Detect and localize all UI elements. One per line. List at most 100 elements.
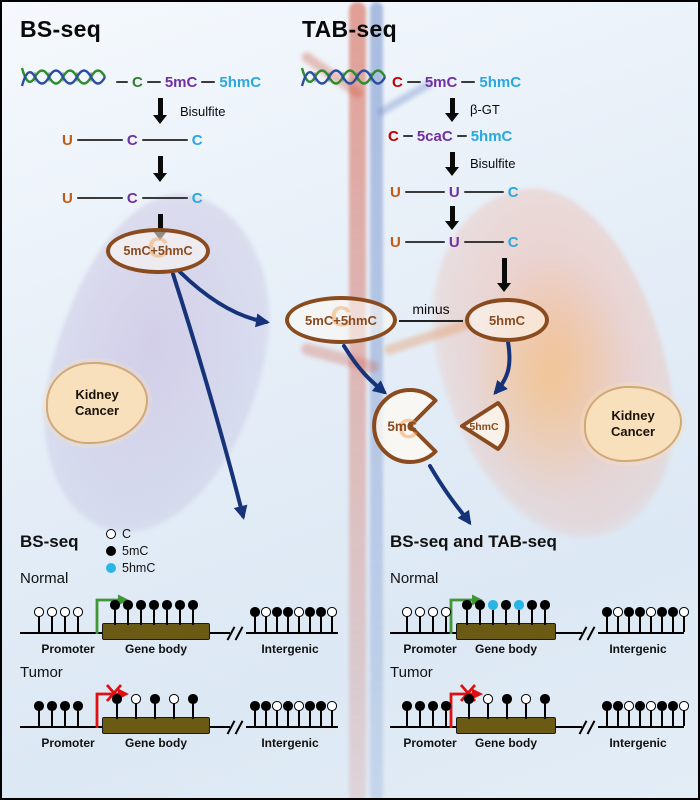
- methylation-mark-filled: [305, 607, 315, 632]
- sequence-row: U U C: [390, 182, 519, 202]
- methylation-mark-open: [294, 701, 304, 726]
- methylation-mark-filled: [272, 607, 282, 632]
- methylated-5mc-icon: [106, 545, 116, 556]
- tumor-state-label: Tumor: [390, 664, 433, 681]
- bs-result-oval: C 5mC+5hmC: [106, 228, 210, 274]
- transcription-start-arrow-active: [449, 594, 483, 634]
- methyl-c-circle: [34, 701, 44, 711]
- methylation-mark-filled: [540, 694, 550, 719]
- methylation-mark-open: [415, 607, 425, 632]
- subtraction-result-shapes: C 5mC 5hmC: [372, 388, 510, 464]
- sequence-row: C 5mC 5hmC: [116, 72, 261, 92]
- bisulfite-label: Bisulfite: [180, 104, 226, 119]
- transcription-start-arrow-silenced: [95, 684, 129, 728]
- region-labels: Promoter Gene body Intergenic: [390, 736, 690, 752]
- dna-line: [598, 725, 684, 728]
- promoter-marks: [402, 607, 451, 632]
- base-c: C: [191, 131, 203, 149]
- pacman-5mc-shape: [372, 388, 438, 464]
- methylation-mark-open: [34, 607, 44, 632]
- dna-helix-icon: [20, 67, 107, 87]
- cytosine-watermark: C: [398, 413, 418, 444]
- methylation-mark-filled: [73, 701, 83, 726]
- dna-helix-icon: [300, 67, 387, 87]
- unmethylated-c-circle: [646, 607, 656, 617]
- methyl-c-circle: [635, 607, 645, 617]
- axis-break-icon: [234, 626, 244, 641]
- methyl-c-circle: [110, 600, 120, 610]
- tab-seq-workflow: TAB-seq C 5mC 5hmC β-GT C 5caC 5hmC Bisu…: [300, 16, 585, 306]
- sequence-row: C 5caC 5hmC: [388, 126, 512, 146]
- methylation-mark-open: [679, 607, 689, 632]
- transcription-start-arrow-silenced: [449, 684, 483, 728]
- backbone-dash: [404, 190, 445, 194]
- unmethylated-c-circle: [327, 607, 337, 617]
- methylation-mark-filled: [110, 600, 120, 625]
- backbone-dash: [76, 196, 123, 200]
- methylation-mark-filled: [150, 694, 160, 719]
- methylation-mark-filled: [34, 701, 44, 726]
- methylation-mark-filled: [502, 694, 512, 719]
- unmethylated-c-circle: [294, 607, 304, 617]
- sequence-row: U C C: [62, 188, 203, 208]
- gene-body-label: Gene body: [124, 736, 187, 750]
- kidney-cancer-label: Kidney Cancer: [74, 386, 120, 418]
- promoter-marks: [402, 701, 451, 726]
- methylation-mark-open: [327, 701, 337, 726]
- methyl-c-circle: [150, 694, 160, 704]
- base-u: U: [448, 233, 460, 251]
- promoter-marks: [34, 607, 83, 632]
- methylation-mark-open: [624, 701, 634, 726]
- unmethylated-c-circle: [646, 701, 656, 711]
- methylation-mark-open: [60, 607, 70, 632]
- backbone-dash: [463, 240, 504, 244]
- methylation-mark-open: [521, 694, 531, 719]
- result-5mc-label: 5mC: [387, 419, 417, 434]
- methyl-c-circle: [502, 694, 512, 704]
- methylation-mark-filled: [283, 701, 293, 726]
- base-5hmc: 5hmC: [479, 73, 522, 91]
- intergenic-label: Intergenic: [609, 736, 667, 750]
- unmethylated-c-circle: [679, 701, 689, 711]
- backbone-dash: [146, 80, 161, 84]
- base-5cac: 5caC: [416, 127, 453, 145]
- methyl-c-circle: [540, 600, 550, 610]
- methyl-c-circle: [527, 600, 537, 610]
- region-labels: Promoter Gene body Intergenic: [20, 642, 355, 658]
- unmethylated-c-circle: [624, 701, 634, 711]
- methyl-c-circle: [250, 607, 260, 617]
- result-5hmc-label: 5hmC: [469, 421, 499, 433]
- arrow-result-to-tabtrack: [428, 464, 472, 526]
- legend-label: 5hmC: [122, 560, 156, 575]
- methylation-legend: C 5mC 5hmC: [106, 526, 155, 575]
- gene-body-box: [102, 623, 210, 640]
- methyl-c-circle: [415, 701, 425, 711]
- methyl-c-circle: [175, 600, 185, 610]
- methylation-mark-filled: [136, 600, 146, 625]
- bgt-label: β-GT: [470, 102, 500, 117]
- methylation-mark-open: [483, 694, 493, 719]
- methylation-mark-open: [646, 701, 656, 726]
- dna-line: [598, 631, 684, 634]
- axis-break-icon: [234, 720, 244, 735]
- methylation-mark-filled: [428, 701, 438, 726]
- intergenic-marks: [602, 701, 689, 726]
- methylation-mark-open: [47, 607, 57, 632]
- minus-operator: minus: [399, 301, 463, 322]
- methylation-mark-open: [327, 607, 337, 632]
- base-5mc: 5mC: [164, 73, 198, 91]
- methylation-mark-open: [261, 607, 271, 632]
- base-5hmc: 5hmC: [219, 73, 262, 91]
- methylation-mark-open: [646, 607, 656, 632]
- methyl-c-circle: [602, 701, 612, 711]
- methylation-mark-filled: [305, 701, 315, 726]
- methyl-c-circle: [635, 701, 645, 711]
- dna-line: [246, 631, 338, 634]
- arrow-bsresult-to-bstrack: [171, 272, 248, 520]
- gene-body-marks: [462, 600, 550, 625]
- methyl-c-circle: [657, 701, 667, 711]
- methyl-c-circle: [441, 701, 451, 711]
- methylation-mark-filled: [316, 701, 326, 726]
- base-u: U: [62, 189, 73, 207]
